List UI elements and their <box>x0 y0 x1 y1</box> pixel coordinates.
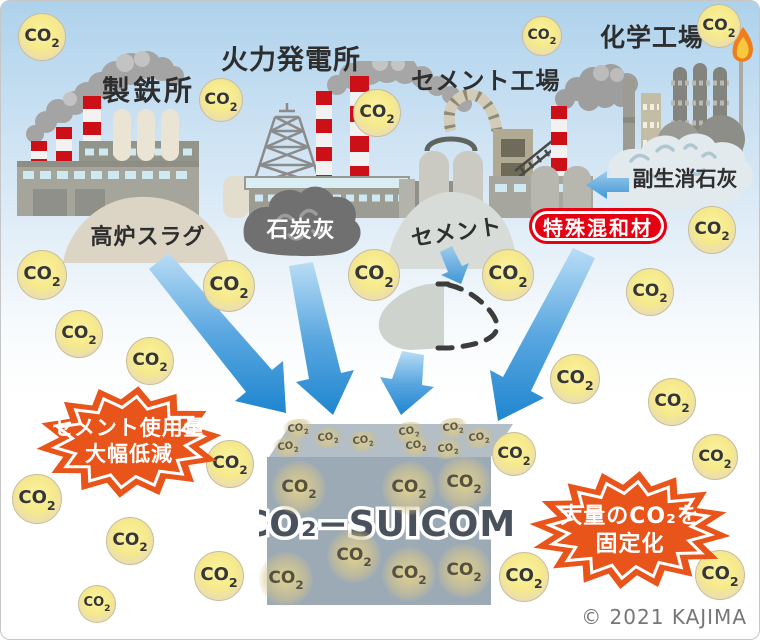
co2-fixation-burst <box>530 471 730 589</box>
co2-bubble: CO2 <box>55 310 103 358</box>
co2-bubble: CO2 <box>194 551 244 601</box>
steel-plant-illustration <box>17 51 199 216</box>
embedded-co2-bubble: CO2 <box>259 552 313 606</box>
coal-ash-arrow <box>289 262 354 415</box>
copyright-notice: © 2021 KAJIMA <box>581 605 747 629</box>
cement-plant-label: セメント工場 <box>411 67 561 95</box>
co2-bubble: CO2 <box>692 434 738 480</box>
chemical-plant-label: 化学工場 <box>599 23 704 52</box>
smoke-icon <box>555 64 638 111</box>
co2-bubble: CO2 <box>550 354 600 404</box>
blast-furnace-slag-label: 高炉スラグ <box>90 225 206 250</box>
co2-bubble: CO2 <box>199 78 243 122</box>
cylindrical-silos-icon <box>531 166 591 218</box>
blast-furnace-slag-pile <box>63 196 229 263</box>
cement-pile <box>386 191 518 269</box>
storage-cube <box>399 179 415 218</box>
embedded-co2-bubble: CO2 <box>272 461 326 515</box>
co2-bubble: CO2 <box>126 337 174 385</box>
fuel-silo <box>223 176 249 218</box>
embedded-co2-bubble: CO2 <box>382 547 436 601</box>
cement-reduction-burst <box>36 386 222 498</box>
smoke-icon <box>26 51 184 143</box>
flare-stack <box>739 59 743 171</box>
silos-icon <box>113 109 179 161</box>
co2-bubble: CO2 <box>522 16 562 56</box>
co2-bubble: CO2 <box>203 260 255 312</box>
co2-bubble: CO2 <box>697 4 741 48</box>
co2-bubble: CO2 <box>688 206 736 254</box>
embedded-co2-bubble: CO2 <box>437 456 491 510</box>
coal-ash-label: 石炭灰 <box>266 218 336 243</box>
embedded-co2-bubble: CO2 <box>382 461 436 515</box>
special-admixture-label: 特殊混和材 <box>543 215 653 240</box>
co2-fixation-text: 大量のCO₂を 固定化 <box>560 504 700 557</box>
cement-to-blob-arrow <box>440 246 469 284</box>
co2-bubble: CO2 <box>492 432 536 476</box>
co2-bubble: CO2 <box>348 249 400 301</box>
pipe-handle-icon <box>424 136 478 152</box>
thermal-power-plant-label: 火力発電所 <box>221 45 361 76</box>
embedded-co2-bubble: CO2 <box>327 529 381 583</box>
embedded-co2-bubble: CO2 <box>437 544 491 598</box>
co2-bubble: CO2 <box>17 250 67 300</box>
blob-arrow <box>380 351 434 415</box>
steel-plant-label: 製鉄所 <box>101 74 195 107</box>
cement-plant-illustration <box>399 64 638 218</box>
duct-icon <box>443 89 503 133</box>
co2-bubble: CO2 <box>12 474 62 524</box>
co2-bubble: CO2 <box>78 585 116 623</box>
reduced-cement-blob <box>378 281 500 351</box>
co2-bubble: CO2 <box>482 249 534 301</box>
lime-to-cement-arrow <box>586 171 629 199</box>
co2-bubble: CO2 <box>499 552 549 602</box>
co2-bubble: CO2 <box>206 440 254 488</box>
coal-ash-cloud <box>243 186 361 257</box>
co2-bubble: CO2 <box>648 378 696 426</box>
thermal-power-plant-illustration <box>223 61 479 218</box>
slaked-lime-cloud <box>601 133 753 211</box>
cement-reduction-text: セメント使用量 大幅低減 <box>52 416 206 467</box>
slaked-lime-label: 副生消石灰 <box>632 167 738 191</box>
co2-bubble: CO2 <box>353 89 401 137</box>
co2-bubble: CO2 <box>626 268 674 316</box>
co2-bubble: CO2 <box>106 517 154 565</box>
co2-bubble: CO2 <box>18 13 66 61</box>
special-admixture-badge: 特殊混和材 <box>529 208 667 244</box>
admixture-arrow <box>490 248 595 421</box>
transmission-tower-icon <box>249 103 325 193</box>
co2-bubble: CO2 <box>695 550 745 600</box>
slag-arrow <box>149 253 286 413</box>
